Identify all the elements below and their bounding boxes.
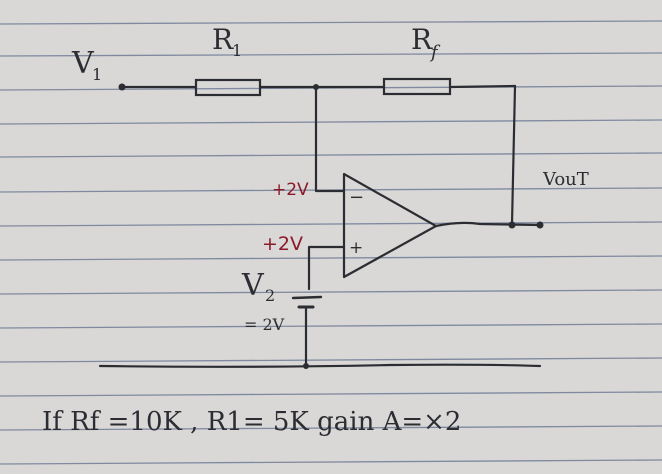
ruled-line bbox=[0, 52, 662, 57]
label-r1-subscript: 1 bbox=[232, 41, 242, 60]
label-r1: R bbox=[212, 23, 234, 56]
ruled-line bbox=[0, 20, 662, 25]
ground-node-dot bbox=[303, 363, 309, 369]
label-v1-subscript: 1 bbox=[92, 65, 102, 84]
wire-ground-rail bbox=[98, 363, 542, 368]
label-rf-subscript: f bbox=[429, 42, 441, 63]
resistor-rf bbox=[382, 77, 452, 96]
summing-node-dot bbox=[313, 84, 319, 90]
label-inverting-voltage: +2V bbox=[272, 180, 309, 200]
wire-node-to-inverting bbox=[314, 85, 346, 193]
ruled-line bbox=[0, 119, 662, 125]
circuit-wires bbox=[98, 84, 542, 368]
ruled-line bbox=[0, 357, 662, 363]
label-v1: V bbox=[71, 46, 95, 81]
ruled-line bbox=[0, 459, 662, 465]
op-amp-symbol bbox=[342, 172, 438, 279]
label-vout: VouT bbox=[542, 169, 589, 190]
label-rf: R bbox=[411, 23, 433, 56]
wire-rf-to-output bbox=[448, 84, 517, 89]
input-terminal-dot bbox=[118, 83, 126, 91]
battery-long-plate bbox=[291, 295, 323, 300]
formula-note: If Rf =10K , R1= 5K gain A=×2 bbox=[42, 407, 461, 437]
label-noninverting-voltage: +2V bbox=[262, 233, 303, 255]
ruled-line bbox=[0, 323, 662, 329]
label-plus-input: + bbox=[349, 238, 363, 258]
resistor-r1 bbox=[194, 78, 262, 97]
label-v2-subscript: 2 bbox=[265, 286, 275, 305]
wire-noninverting bbox=[307, 245, 346, 291]
label-v2: V bbox=[241, 268, 265, 303]
ruled-line bbox=[0, 391, 662, 397]
wire-feedback-drop bbox=[510, 84, 517, 226]
ruled-line bbox=[0, 425, 662, 431]
ruled-line bbox=[0, 255, 662, 261]
label-v2-value: = 2V bbox=[244, 315, 285, 334]
ruled-line bbox=[0, 289, 662, 295]
label-minus-input: − bbox=[349, 187, 364, 208]
ruled-line bbox=[0, 152, 662, 158]
output-node-dot bbox=[508, 221, 516, 229]
ruled-line bbox=[0, 221, 662, 227]
output-terminal-dot bbox=[536, 221, 544, 229]
wire-opamp-output bbox=[434, 221, 542, 228]
